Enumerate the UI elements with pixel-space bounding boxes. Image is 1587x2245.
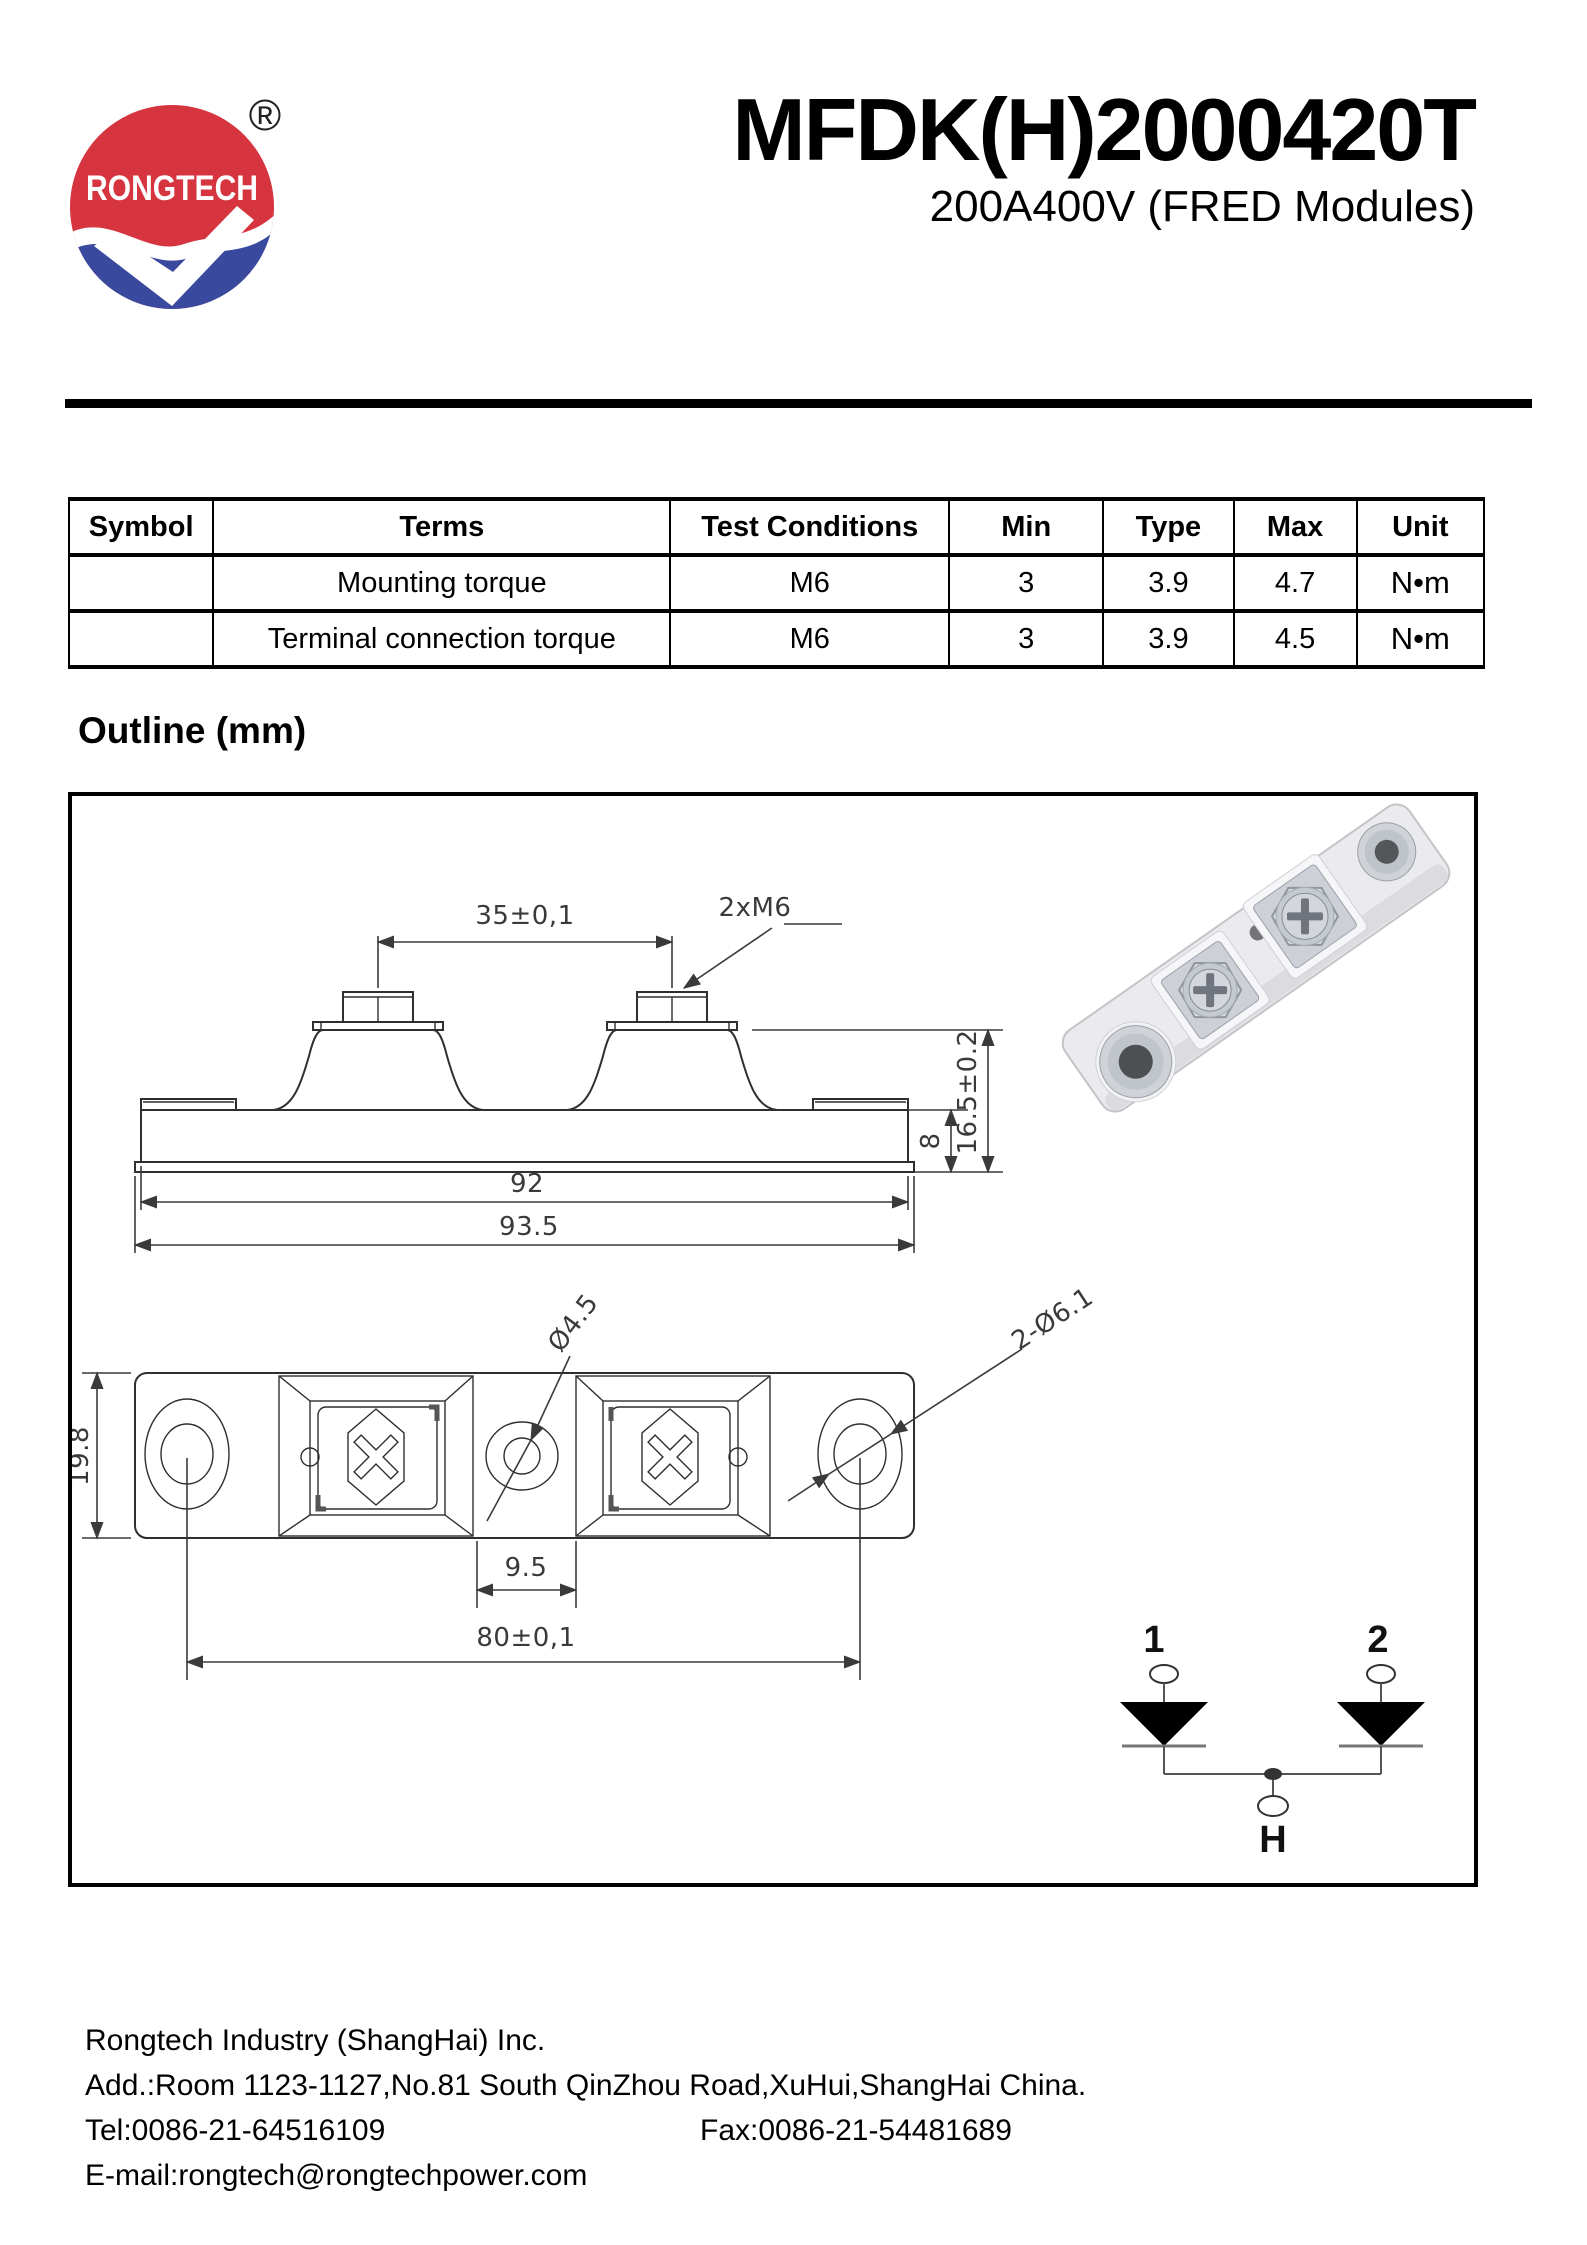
dim-pin-spacing: 35±0,1 <box>475 901 574 931</box>
end-tab-left <box>140 1098 237 1111</box>
terminal-block-left <box>278 1375 474 1537</box>
circuit-diagram: 1 2 H <box>1120 1619 1425 1861</box>
dim-mount-holes: 2-Ø6.1 <box>1006 1282 1098 1357</box>
dim-base-height: 8 <box>916 1132 946 1149</box>
terminal-h-node <box>1257 1795 1289 1817</box>
dim-thread-label: 2xM6 <box>719 893 792 923</box>
header-divider <box>65 399 1532 408</box>
dim-total-height: 16.5±0.2 <box>953 1029 983 1154</box>
circuit-terminal-1-label: 1 <box>1143 1619 1164 1661</box>
cell-terms: Terminal connection torque <box>212 609 672 669</box>
cell-test-conditions: M6 <box>669 553 951 613</box>
logo-brand-text: RONGTECH <box>86 169 258 208</box>
dim-body-width: 92 <box>510 1169 544 1199</box>
dim-center-hole: Ø4.5 <box>542 1289 604 1358</box>
common-junction-node <box>1264 1768 1282 1780</box>
footer-tel: Tel:0086-21-64516109 <box>85 2114 386 2147</box>
module-outline-top <box>134 1372 915 1539</box>
rongtech-logo: RONGTECH ® <box>64 70 304 330</box>
cell-type: 3.9 <box>1102 609 1235 669</box>
cell-terms: Mounting torque <box>212 553 672 613</box>
hex-nut-left <box>347 1408 405 1506</box>
col-header-test-conditions: Test Conditions <box>669 497 951 557</box>
photo-terminal-left <box>1150 930 1270 1050</box>
end-tab-right <box>812 1098 909 1111</box>
dim-module-height: 19.8 <box>72 1426 95 1486</box>
photo-washer-right <box>1357 822 1417 882</box>
col-header-terms: Terms <box>212 497 672 557</box>
table-header-row: Symbol Terms Test Conditions Min Type Ma… <box>67 497 1486 557</box>
col-header-min: Min <box>948 497 1105 557</box>
module-base <box>140 1109 909 1163</box>
stud-flange-right <box>606 1021 738 1031</box>
footer-company: Rongtech Industry (ShangHai) Inc. <box>85 2024 546 2057</box>
footer-fax: Fax:0086-21-54481689 <box>700 2114 1012 2147</box>
cell-max: 4.5 <box>1232 609 1358 669</box>
terminal-hump-left <box>272 1029 484 1111</box>
diode-2-icon <box>1337 1702 1425 1746</box>
table-row: Mounting torque M6 3 3.9 4.7 N•m <box>67 553 1486 613</box>
registered-mark-icon: ® <box>249 91 281 140</box>
cell-unit: N•m <box>1355 553 1486 613</box>
footer-tel-fax-row: Tel:0086-21-64516109 Fax:0086-21-5448168… <box>85 2108 1505 2153</box>
phillips-screw-right-icon <box>647 1434 693 1480</box>
center-hole-boss <box>485 1421 559 1491</box>
cell-test-conditions: M6 <box>669 609 951 669</box>
photo-washer-left <box>1095 1021 1177 1103</box>
table-row: Terminal connection torque M6 3 3.9 4.5 … <box>67 609 1486 669</box>
cell-min: 3 <box>948 553 1105 613</box>
center-hole <box>503 1437 541 1475</box>
cell-symbol <box>67 553 215 613</box>
dim-center-offset: 9.5 <box>505 1553 548 1583</box>
outline-drawing: 35±0,1 2xM6 8 16.5±0.2 92 <box>72 803 1451 1861</box>
cell-min: 3 <box>948 609 1105 669</box>
part-rating-subtitle: 200A400V (FRED Modules) <box>929 182 1475 232</box>
circuit-terminal-2-label: 2 <box>1367 1619 1388 1661</box>
cell-symbol <box>67 609 215 669</box>
part-number-title: MFDK(H)2000420T <box>732 80 1477 179</box>
outline-drawing-box: 35±0,1 2xM6 8 16.5±0.2 92 <box>68 792 1478 1887</box>
terminal-2-node <box>1366 1664 1396 1684</box>
col-header-type: Type <box>1102 497 1235 557</box>
rongtech-logo-icon: RONGTECH ® <box>70 91 281 309</box>
torque-spec-table: Symbol Terms Test Conditions Min Type Ma… <box>67 497 1486 669</box>
col-header-symbol: Symbol <box>67 497 215 557</box>
product-photo <box>1061 803 1451 1113</box>
stud-flange-left <box>312 1021 444 1031</box>
hex-nut-right <box>641 1408 699 1506</box>
phillips-screw-left-icon <box>353 1434 399 1480</box>
top-view-drawing: 19.8 Ø4.5 2-Ø6.1 9.5 80±0,1 <box>72 1282 1099 1680</box>
terminal-1-node <box>1149 1664 1179 1684</box>
cell-max: 4.7 <box>1232 553 1358 613</box>
diode-1-icon <box>1120 1702 1208 1746</box>
title-block: MFDK(H)2000420T 200A400V (FRED Modules) <box>732 80 1477 232</box>
col-header-unit: Unit <box>1355 497 1486 557</box>
footer-address: Add.:Room 1123-1127,No.81 South QinZhou … <box>85 2069 1087 2102</box>
dim-total-width: 93.5 <box>499 1212 559 1242</box>
outline-heading: Outline (mm) <box>78 710 307 751</box>
circuit-common-label: H <box>1259 1819 1286 1861</box>
side-view-drawing: 35±0,1 2xM6 8 16.5±0.2 92 <box>133 893 1003 1253</box>
terminal-hump-right <box>566 1029 778 1111</box>
dim-hole-spacing: 80±0,1 <box>476 1623 575 1653</box>
cell-type: 3.9 <box>1102 553 1235 613</box>
footer: Rongtech Industry (ShangHai) Inc. Add.:R… <box>85 2018 1505 2198</box>
col-header-max: Max <box>1232 497 1358 557</box>
photo-terminal-right <box>1242 854 1368 979</box>
terminal-block-right <box>575 1375 771 1537</box>
cell-unit: N•m <box>1355 609 1486 669</box>
footer-email: E-mail:rongtech@rongtechpower.com <box>85 2159 588 2192</box>
